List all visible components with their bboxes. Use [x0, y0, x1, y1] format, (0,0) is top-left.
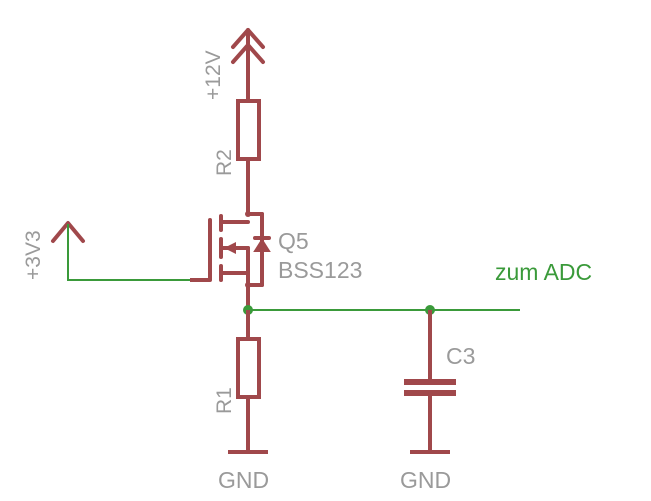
resistor-icon — [236, 337, 261, 399]
component-value-q5: BSS123 — [278, 257, 362, 283]
n-mosfet-icon — [208, 212, 271, 312]
wire-gate — [67, 224, 191, 281]
junction-dot — [245, 282, 251, 288]
resistor-r1 — [236, 310, 261, 452]
component-label-r2: R2 — [213, 149, 236, 176]
capacitor-icon — [404, 379, 456, 385]
component-label-c3: C3 — [446, 343, 475, 369]
net-label-adc: zum ADC — [495, 259, 592, 285]
resistor-r2 — [236, 99, 261, 214]
mosfet-arrow-icon — [224, 242, 236, 254]
component-label-q5: Q5 — [278, 228, 309, 254]
double-arrow-supply-icon — [231, 28, 265, 102]
supply-label-3v3: +3V3 — [22, 230, 45, 280]
resistor-icon — [236, 99, 261, 161]
diode-triangle-icon — [253, 238, 271, 252]
ground-label: GND — [218, 467, 269, 493]
junction-dot — [245, 211, 251, 217]
ground-label: GND — [400, 467, 451, 493]
capacitor-c3 — [404, 310, 456, 452]
supply-label-12v: +12V — [202, 50, 225, 100]
component-label-r1: R1 — [213, 387, 236, 414]
arrow-supply-icon — [51, 221, 85, 243]
